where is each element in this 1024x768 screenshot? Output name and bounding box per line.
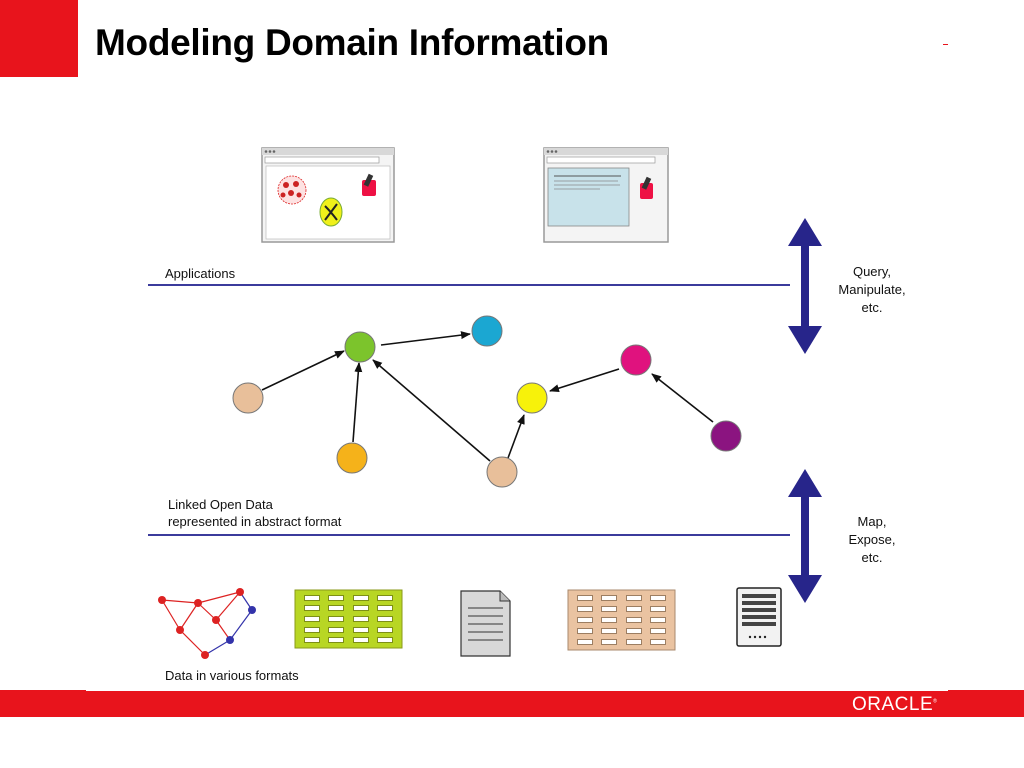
table-cell — [576, 595, 593, 601]
table-cell — [601, 639, 618, 645]
table-cell — [303, 637, 320, 644]
table-cell — [650, 606, 667, 612]
tan-table-cells — [568, 590, 675, 650]
slide-title: Modeling Domain Information — [95, 22, 609, 63]
edge — [507, 414, 525, 459]
table-cell — [303, 626, 320, 633]
header-mark — [943, 44, 948, 45]
table-cell — [352, 594, 369, 601]
table-cell — [576, 606, 593, 612]
oracle-logo-text: ORACLE — [852, 694, 934, 715]
document-icon — [460, 590, 511, 657]
query-label-line2: Manipulate, — [838, 282, 906, 297]
graph-nodes — [232, 315, 742, 488]
table-cell — [601, 617, 618, 623]
table-cell — [328, 594, 345, 601]
node-yellow — [516, 382, 548, 414]
table-cell — [328, 637, 345, 644]
oracle-logo: ORACLE® — [852, 694, 938, 715]
table-cell — [303, 594, 320, 601]
map-label-line2: Expose, — [848, 532, 896, 547]
map-label: Map, Expose, etc. — [822, 513, 922, 567]
table-cell — [601, 595, 618, 601]
node-green — [344, 331, 376, 363]
applications-label: Applications — [165, 266, 236, 281]
table-cell — [328, 626, 345, 633]
table-cell — [650, 639, 667, 645]
table-cell — [352, 616, 369, 622]
edge — [380, 331, 471, 346]
node-orange — [336, 442, 368, 474]
node-cyan — [471, 315, 503, 347]
table-cell — [352, 637, 369, 644]
formats-label: Data in various formats — [165, 668, 299, 683]
table-cell — [625, 617, 642, 623]
table-cell — [328, 605, 345, 612]
dna-icon — [319, 197, 343, 227]
microscope-icon-2 — [640, 176, 653, 199]
table-cell — [625, 595, 642, 601]
table-cell — [650, 595, 667, 601]
table-cell — [377, 637, 394, 644]
header-red-block — [0, 0, 78, 77]
domain-diagram — [148, 147, 822, 659]
edge — [261, 350, 345, 391]
linked-data-label-line2: represented in abstract format — [168, 514, 342, 529]
table-cell — [352, 605, 369, 612]
edge — [549, 368, 620, 393]
node-magenta — [620, 344, 652, 376]
molecule-icon — [277, 175, 307, 205]
edge — [352, 362, 363, 443]
query-label: Query, Manipulate, etc. — [822, 263, 922, 317]
table-cell — [328, 616, 345, 622]
footer-divider — [86, 690, 948, 691]
map-label-line3: etc. — [861, 550, 883, 565]
table-cell — [377, 626, 394, 633]
table-cell — [601, 606, 618, 612]
linked-data-label-line1: Linked Open Data — [168, 497, 273, 512]
query-label-line3: etc. — [861, 300, 883, 315]
table-cell — [377, 616, 394, 622]
node-purple — [710, 420, 742, 452]
footer-bar — [0, 690, 1024, 717]
query-double-arrow — [788, 218, 822, 354]
table-cell — [576, 639, 593, 645]
network-graph-icon — [158, 588, 256, 659]
query-label-line1: Query, — [852, 264, 892, 279]
table-cell — [601, 628, 618, 634]
browser-window-right — [543, 147, 669, 243]
table-cell — [650, 628, 667, 634]
table-cell — [377, 594, 394, 601]
server-icon — [736, 587, 782, 647]
table-cell — [625, 606, 642, 612]
green-table-cells — [295, 590, 402, 648]
table-cell — [303, 616, 320, 622]
table-cell — [576, 628, 593, 634]
node-tan-bottom — [486, 456, 518, 488]
table-cell — [625, 628, 642, 634]
node-tan-left — [232, 382, 264, 414]
table-cell — [377, 605, 394, 612]
map-double-arrow — [788, 469, 822, 603]
browser-window-left — [261, 147, 395, 243]
edge — [651, 373, 714, 423]
graph-edges — [261, 331, 714, 462]
table-cell — [303, 605, 320, 612]
table-cell — [650, 617, 667, 623]
table-cell — [352, 626, 369, 633]
table-cell — [576, 617, 593, 623]
map-label-line1: Map, — [857, 514, 887, 529]
microscope-icon — [362, 173, 376, 196]
table-cell — [625, 639, 642, 645]
edge — [372, 359, 491, 462]
